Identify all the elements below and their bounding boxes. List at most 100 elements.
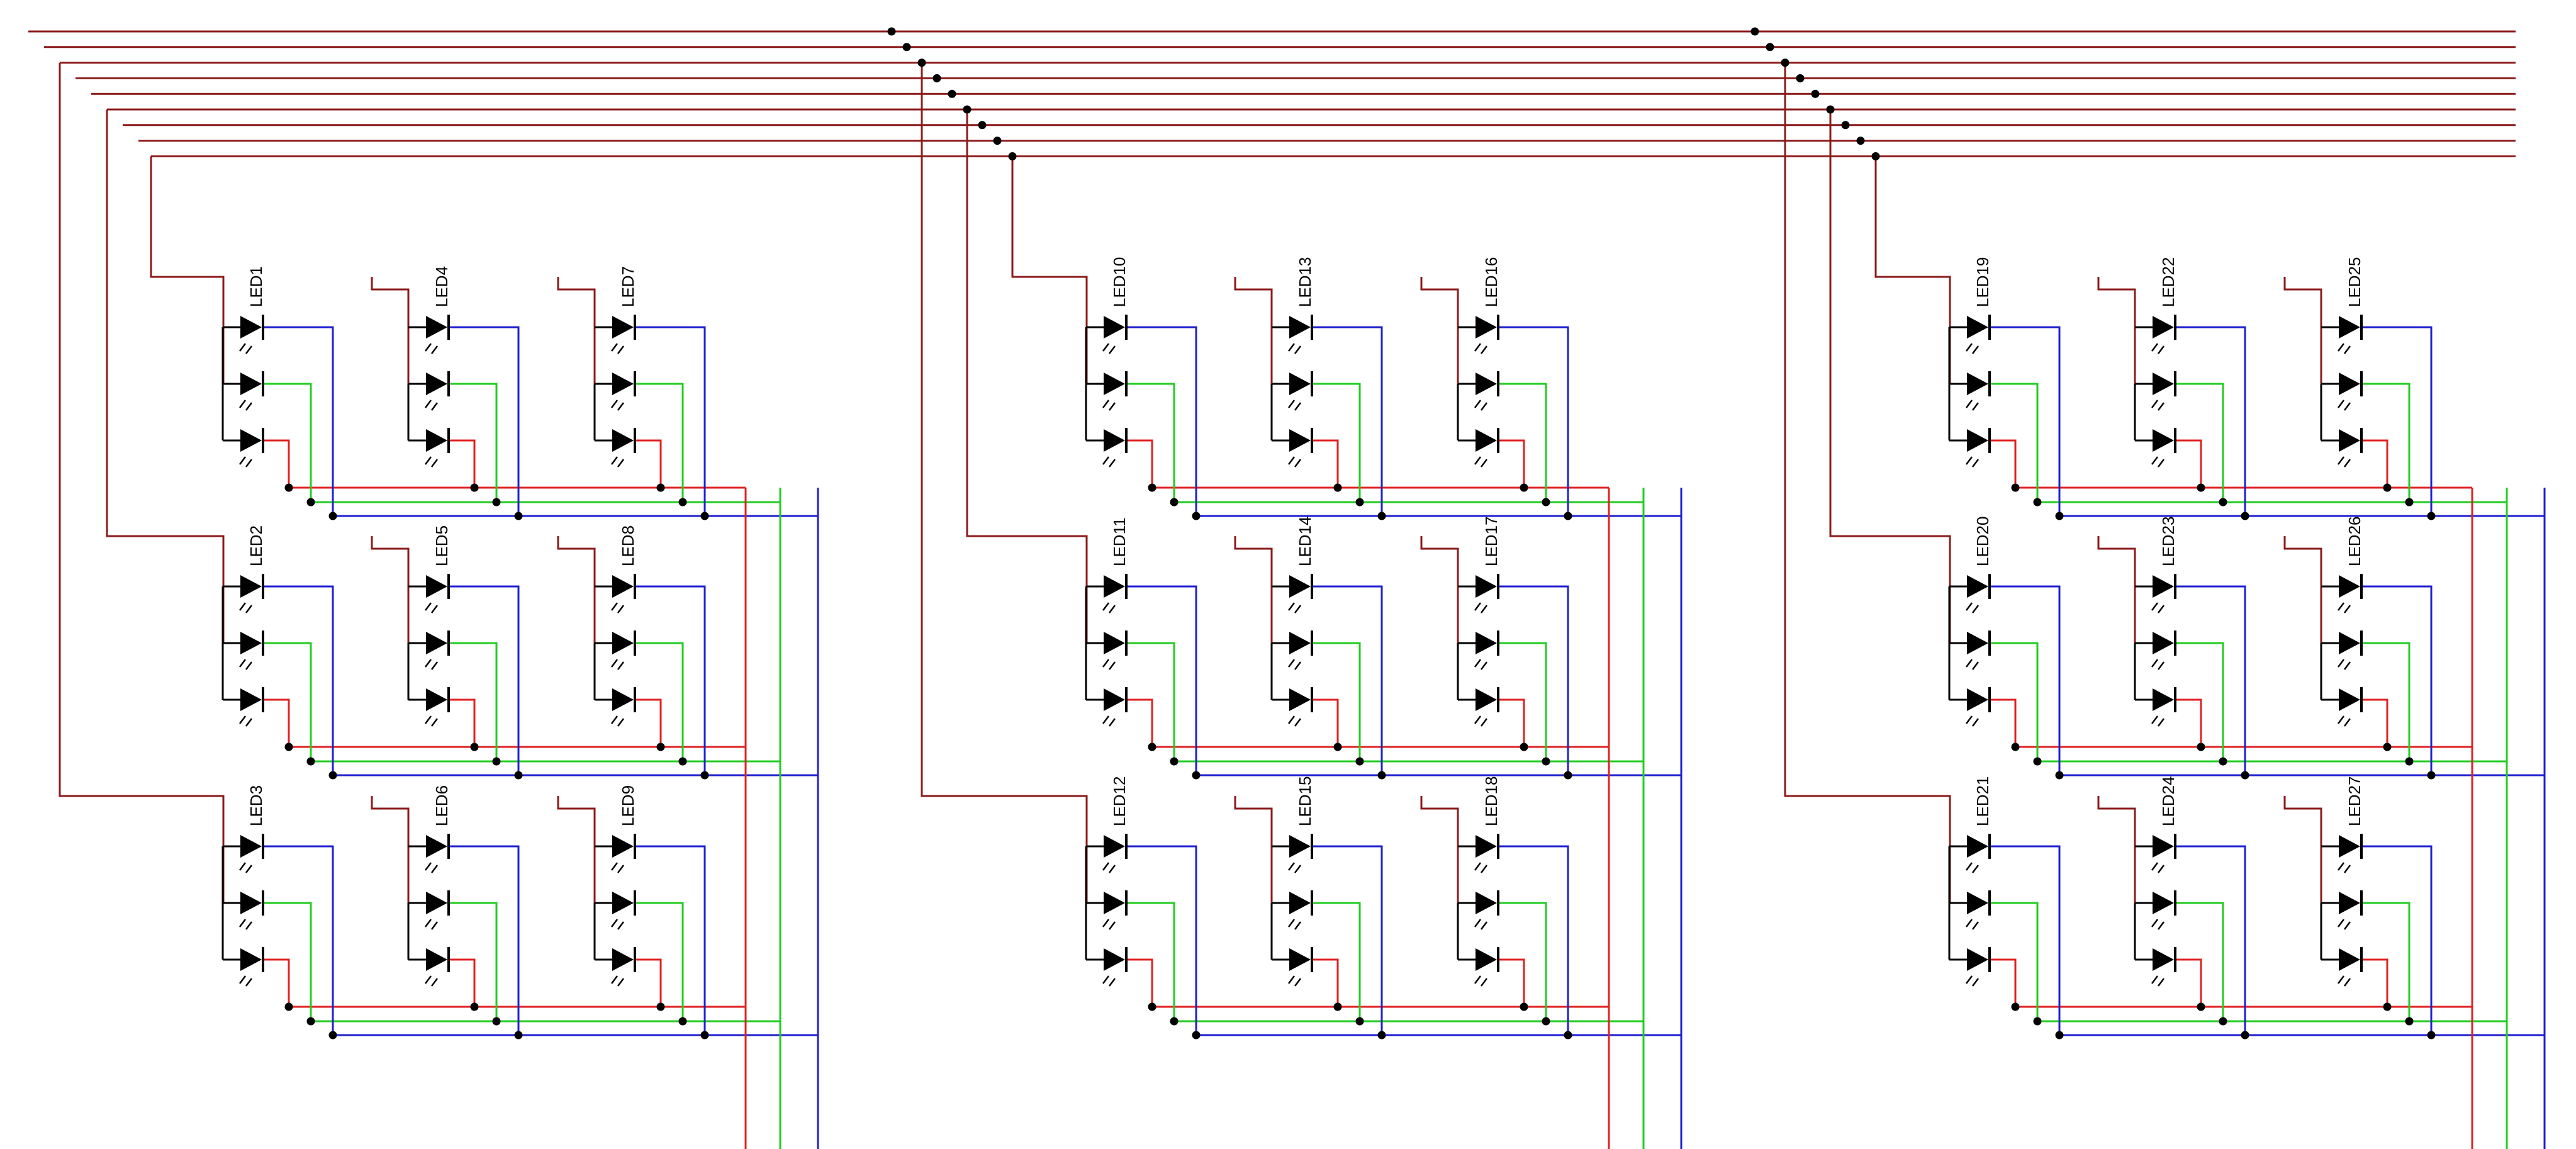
led-triangle [612,632,634,654]
led-icon [408,371,450,411]
cathode-wire [2175,902,2224,1021]
led-emission-arrows [1288,659,1301,670]
bus-junction-dot [1811,89,1820,98]
led-label: LED13 [1296,257,1314,308]
led-icon [408,834,450,873]
channel-junction-dot [2219,498,2227,507]
led-icon [1458,947,1499,987]
led-label: LED4 [432,266,451,307]
led-triangle [1289,892,1311,914]
led-triangle [1104,373,1125,395]
channel-junction-dot [514,512,523,520]
cathode-wire [263,585,334,775]
led-icon [2321,315,2363,354]
channel-junction-dot [1355,757,1364,766]
led-icon [1458,315,1499,354]
cathode-wire [449,642,498,761]
led-triangle [426,948,447,971]
led-triangle [1104,892,1125,914]
led-emission-arrows [611,602,624,614]
led-icon [2135,834,2176,873]
led-icon [1458,890,1499,930]
led-triangle [240,835,262,858]
cathode-wire [2175,642,2224,761]
led-anode-link [1234,277,1273,384]
cathode-wire [1126,383,1175,502]
cathode-wire [449,326,520,516]
led-anode-link [2097,277,2136,384]
led-icon [595,371,636,411]
channel-junction-dot [284,743,293,751]
led-icon [1272,890,1313,930]
led-triangle [240,948,262,971]
led-label: LED26 [2345,517,2364,567]
cathode-wire [635,383,684,502]
led-icon [1086,631,1128,670]
led-triangle [1289,575,1311,598]
channel-junction-dot [2241,1031,2249,1040]
led-icon [2135,371,2176,411]
channel-junction-dot [1377,512,1386,520]
led-triangle [2153,316,2174,339]
led-triangle [2153,688,2174,711]
led-emission-arrows [425,975,438,987]
led-triangle [1967,688,1988,711]
led-emission-arrows [1102,400,1116,411]
led-emission-arrows [2151,456,2164,468]
led-emission-arrows [239,456,252,468]
led-triangle [2339,575,2360,598]
cathode-wire [263,642,312,761]
cathode-wire [1498,439,1525,488]
channel-junction-dot [1148,483,1156,492]
led-triangle [1104,632,1125,654]
bus-junction-dot [932,74,941,82]
cathode-wire [449,902,498,1021]
led-icon [1272,631,1313,670]
led-icon [1949,687,1991,727]
channel-junction-dot [2427,771,2436,780]
cathode-wire [1498,958,1525,1007]
led-anode-link [1234,796,1273,903]
channel-junction-dot [1564,512,1572,520]
channel-junction-dot [2055,771,2064,780]
row-anode-feed [106,109,225,643]
channel-junction-dot [2011,743,2020,751]
led-anode-link [371,796,410,903]
led-emission-arrows [239,400,252,411]
led-icon [1458,371,1499,411]
cathode-wire [1312,902,1361,1021]
led-triangle [1967,632,1988,654]
channel-junction-dot [2405,1017,2414,1026]
led-triangle [1967,316,1988,339]
led-emission-arrows [611,659,624,670]
cathode-wire [263,845,334,1035]
led-icon [223,890,264,930]
cathode-wire [1126,958,1153,1007]
cathode-wire [635,585,706,775]
cathode-wire [1126,845,1197,1035]
led-icon [1272,947,1313,987]
cathode-wire [1312,845,1383,1035]
led-icon [595,947,636,987]
led-emission-arrows [1966,715,1979,727]
led-triangle [612,948,634,971]
channel-junction-dot [1192,512,1201,520]
led-emission-arrows [611,919,624,930]
led-label: LED22 [2159,257,2178,308]
led-label: LED12 [1110,776,1129,827]
led-icon [2135,947,2176,987]
cathode-wire [2361,383,2411,502]
cathode-wire [263,958,290,1007]
bus-junction-dot [1008,152,1017,160]
cathode-wire [1498,585,1569,775]
channel-junction-dot [656,483,665,492]
channel-junction-dot [1355,498,1364,507]
led-emission-arrows [2338,919,2351,930]
led-icon [1458,574,1499,614]
channel-junction-dot [700,1031,709,1040]
channel-junction-dot [2197,1002,2205,1011]
led-triangle [2339,892,2360,914]
led-emission-arrows [1102,862,1116,873]
channel-junction-dot [700,771,709,780]
bus-junction-dot [887,27,896,36]
